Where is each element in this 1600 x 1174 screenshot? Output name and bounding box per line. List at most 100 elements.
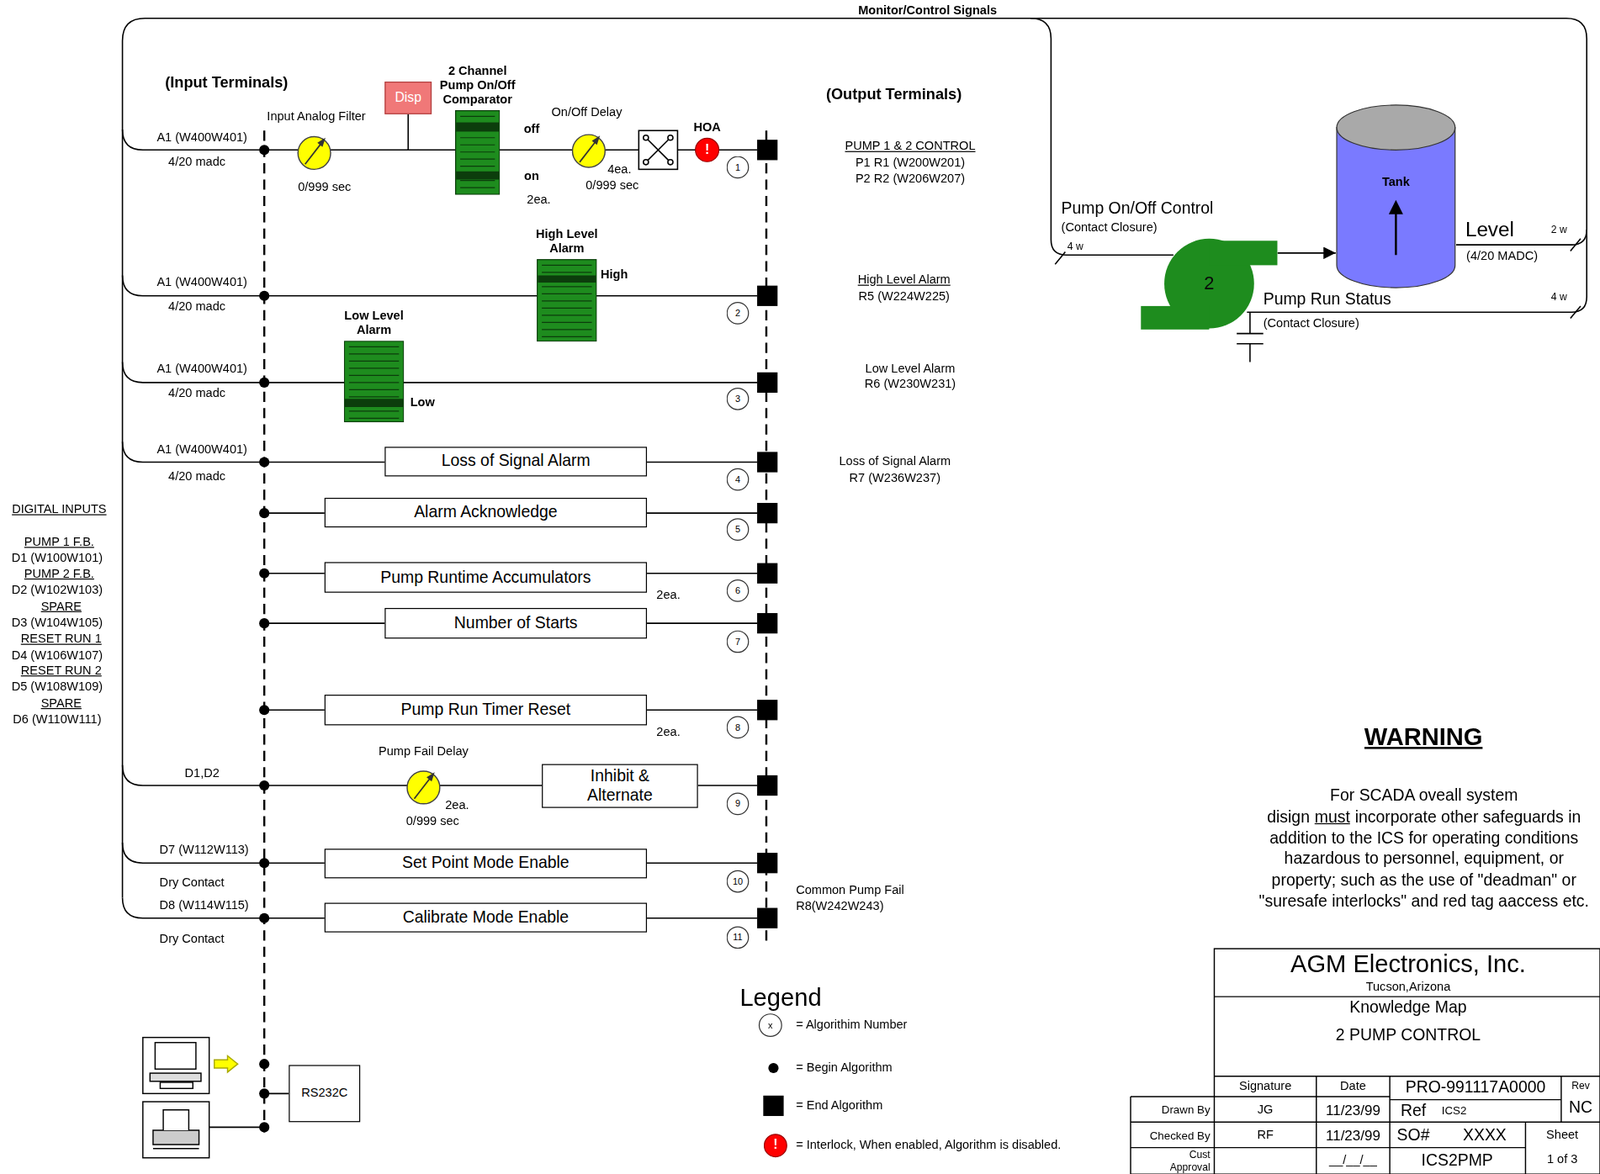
bargraph-tick <box>349 396 399 398</box>
printer-icon <box>153 1130 200 1145</box>
label-text: D5 (W108W109) <box>11 680 103 695</box>
computer-icon <box>214 1055 239 1072</box>
label-text: RESET RUN 1 <box>21 632 102 647</box>
node-text: Inhibit & Alternate <box>571 767 668 806</box>
algorithm-box: Inhibit & Alternate <box>541 764 699 809</box>
node-text: Pump Runtime Accumulators <box>380 567 591 587</box>
node-text: 3 <box>735 393 741 405</box>
terminal-bus <box>264 130 767 1133</box>
label-text: 11/23/99 <box>1325 1127 1381 1145</box>
label-text: Signature <box>1239 1079 1292 1094</box>
begin-dot <box>259 618 270 629</box>
begin-dot <box>259 1122 270 1133</box>
label-text: 2ea. <box>445 799 469 814</box>
label-text: R6 (W230W231) <box>864 377 956 393</box>
algorithm-box: Loss of Signal Alarm <box>384 446 647 477</box>
algorithm-box: Pump Runtime Accumulators <box>324 561 647 593</box>
bargraph-band <box>537 275 596 283</box>
label-text: Dry Contact <box>159 876 225 891</box>
bargraph-tick <box>541 264 592 266</box>
label-text: 4/20 madc <box>168 300 226 315</box>
terminal-bus <box>263 130 265 1133</box>
begin-dot <box>259 913 270 924</box>
computer-icon <box>154 1043 197 1071</box>
node-text: 4 <box>735 474 741 486</box>
alarm-bargraph: High Level Alarm <box>536 259 598 342</box>
label-text: D4 (W106W107) <box>11 649 103 664</box>
callout-number: 9 <box>726 793 750 816</box>
warning-note: For SCADA oveall system disignmustincorp… <box>1253 785 1595 913</box>
algorithm-box: Calibrate Mode Enable <box>324 903 647 933</box>
tank-symbol: Tank <box>1335 101 1457 291</box>
display-box: Disp <box>384 81 432 115</box>
label-text: XXXX <box>1462 1126 1507 1145</box>
label-text: D7 (W112W113) <box>158 843 249 859</box>
bargraph-tick <box>349 367 399 369</box>
port-box: RS232C <box>288 1064 361 1123</box>
bargraph-tick <box>349 353 399 355</box>
label-text: Input Analog Filter <box>266 110 366 125</box>
pump-base <box>1140 306 1209 330</box>
label-text: (Contact Closure) <box>1061 221 1158 236</box>
node-text: Pump Run Timer Reset <box>401 700 572 720</box>
begin-dot <box>259 1059 270 1070</box>
label-text: RESET RUN 2 <box>21 664 102 679</box>
callout-number: 2 <box>726 301 750 325</box>
bargraph-body <box>344 341 403 423</box>
label-text: Sheet <box>1546 1128 1579 1144</box>
signal-wire <box>1236 312 1264 362</box>
bargraph-tick <box>460 137 495 138</box>
bargraph-band <box>344 398 403 408</box>
pump-symbol: 2 <box>1140 233 1278 331</box>
label-text: 4 w <box>1067 241 1084 254</box>
label-text: A1 (W400W401) <box>156 443 248 458</box>
label-text: RF <box>1256 1128 1273 1144</box>
label-text: off <box>524 122 541 138</box>
label-text: DIGITAL INPUTS <box>11 503 106 518</box>
begin-dot <box>259 1088 270 1099</box>
label-text: 4/20 madc <box>168 470 226 485</box>
label-text: WARNING <box>1364 722 1484 751</box>
label-text: Cust Approval <box>1149 1149 1211 1173</box>
node-text: ! <box>704 142 710 158</box>
label-text: Knowledge Map <box>1349 998 1467 1018</box>
bargraph-tick <box>460 158 495 160</box>
node-text: 2 <box>1203 272 1214 294</box>
timer-dial <box>297 137 331 170</box>
title-block <box>1130 948 1600 1174</box>
label-text: PUMP 1 & 2 CONTROL <box>844 139 975 154</box>
terminal-bus <box>765 130 768 944</box>
end-square <box>757 613 778 634</box>
signal-wire <box>209 1127 265 1129</box>
signal-wire <box>122 18 1588 1129</box>
printer-icon <box>143 1101 210 1159</box>
end-square <box>757 908 778 929</box>
label-text: Level <box>1465 217 1515 242</box>
bargraph-tick <box>460 151 495 153</box>
label-text: Drawn By <box>1161 1103 1211 1117</box>
label-text: ICS2PMP <box>1421 1151 1494 1171</box>
label-text: 0/999 sec <box>297 180 351 196</box>
bargraph-tick <box>541 286 592 287</box>
begin-dot <box>259 780 270 791</box>
label-text: ICS2 <box>1441 1104 1468 1118</box>
legend-text: = Interlock, When enabled, Algorithm is … <box>795 1139 1061 1154</box>
bargraph-tick <box>541 300 592 302</box>
node-heading: 2 Channel Pump On/Off Comparator <box>434 63 521 106</box>
label-text: 1 of 3 <box>1547 1153 1578 1168</box>
label-text: PUMP 2 F.B. <box>24 567 95 583</box>
node-heading: High Level Alarm <box>524 226 610 255</box>
label-text: 4ea. <box>607 163 631 178</box>
label-text: D2 (W102W103) <box>11 583 103 599</box>
begin-dot <box>259 858 270 869</box>
node-text: 6 <box>735 585 741 597</box>
node-text: 1 <box>735 162 741 174</box>
computer-icon <box>149 1073 202 1082</box>
label-text: 4/20 madc <box>168 155 226 170</box>
signal-wire <box>1054 238 1581 319</box>
hoa-interlock: HOA! <box>694 137 720 163</box>
label-text: Date <box>1340 1079 1367 1094</box>
begin-dot <box>259 508 270 519</box>
title-block <box>1213 996 1600 1077</box>
label-text: (Output Terminals) <box>826 84 962 103</box>
